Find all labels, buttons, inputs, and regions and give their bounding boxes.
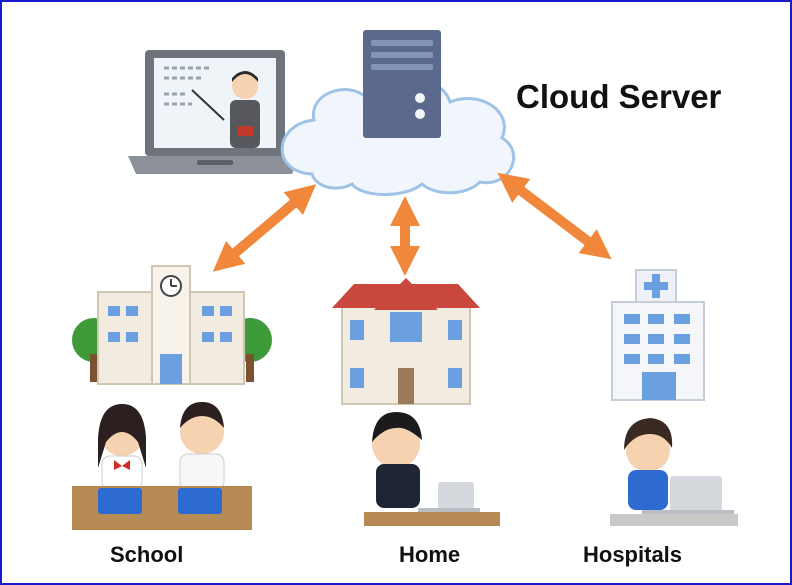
- server-icon: [363, 30, 441, 138]
- node-label-home: Home: [399, 542, 461, 567]
- school-building-icon: [72, 265, 272, 385]
- student-laptop-icon: [364, 412, 500, 526]
- patient-laptop-icon: [610, 418, 738, 526]
- node-label-school: School: [110, 542, 184, 567]
- diagram-title: Cloud Server: [516, 78, 722, 115]
- students-tablets-icon: [72, 402, 252, 530]
- hospital-building-icon: [611, 269, 705, 401]
- bidirectional-arrow-icon: [212, 172, 612, 276]
- house-icon: [332, 278, 480, 405]
- laptop-teacher-icon: [128, 50, 300, 174]
- node-label-hospitals: Hospitals: [583, 542, 683, 567]
